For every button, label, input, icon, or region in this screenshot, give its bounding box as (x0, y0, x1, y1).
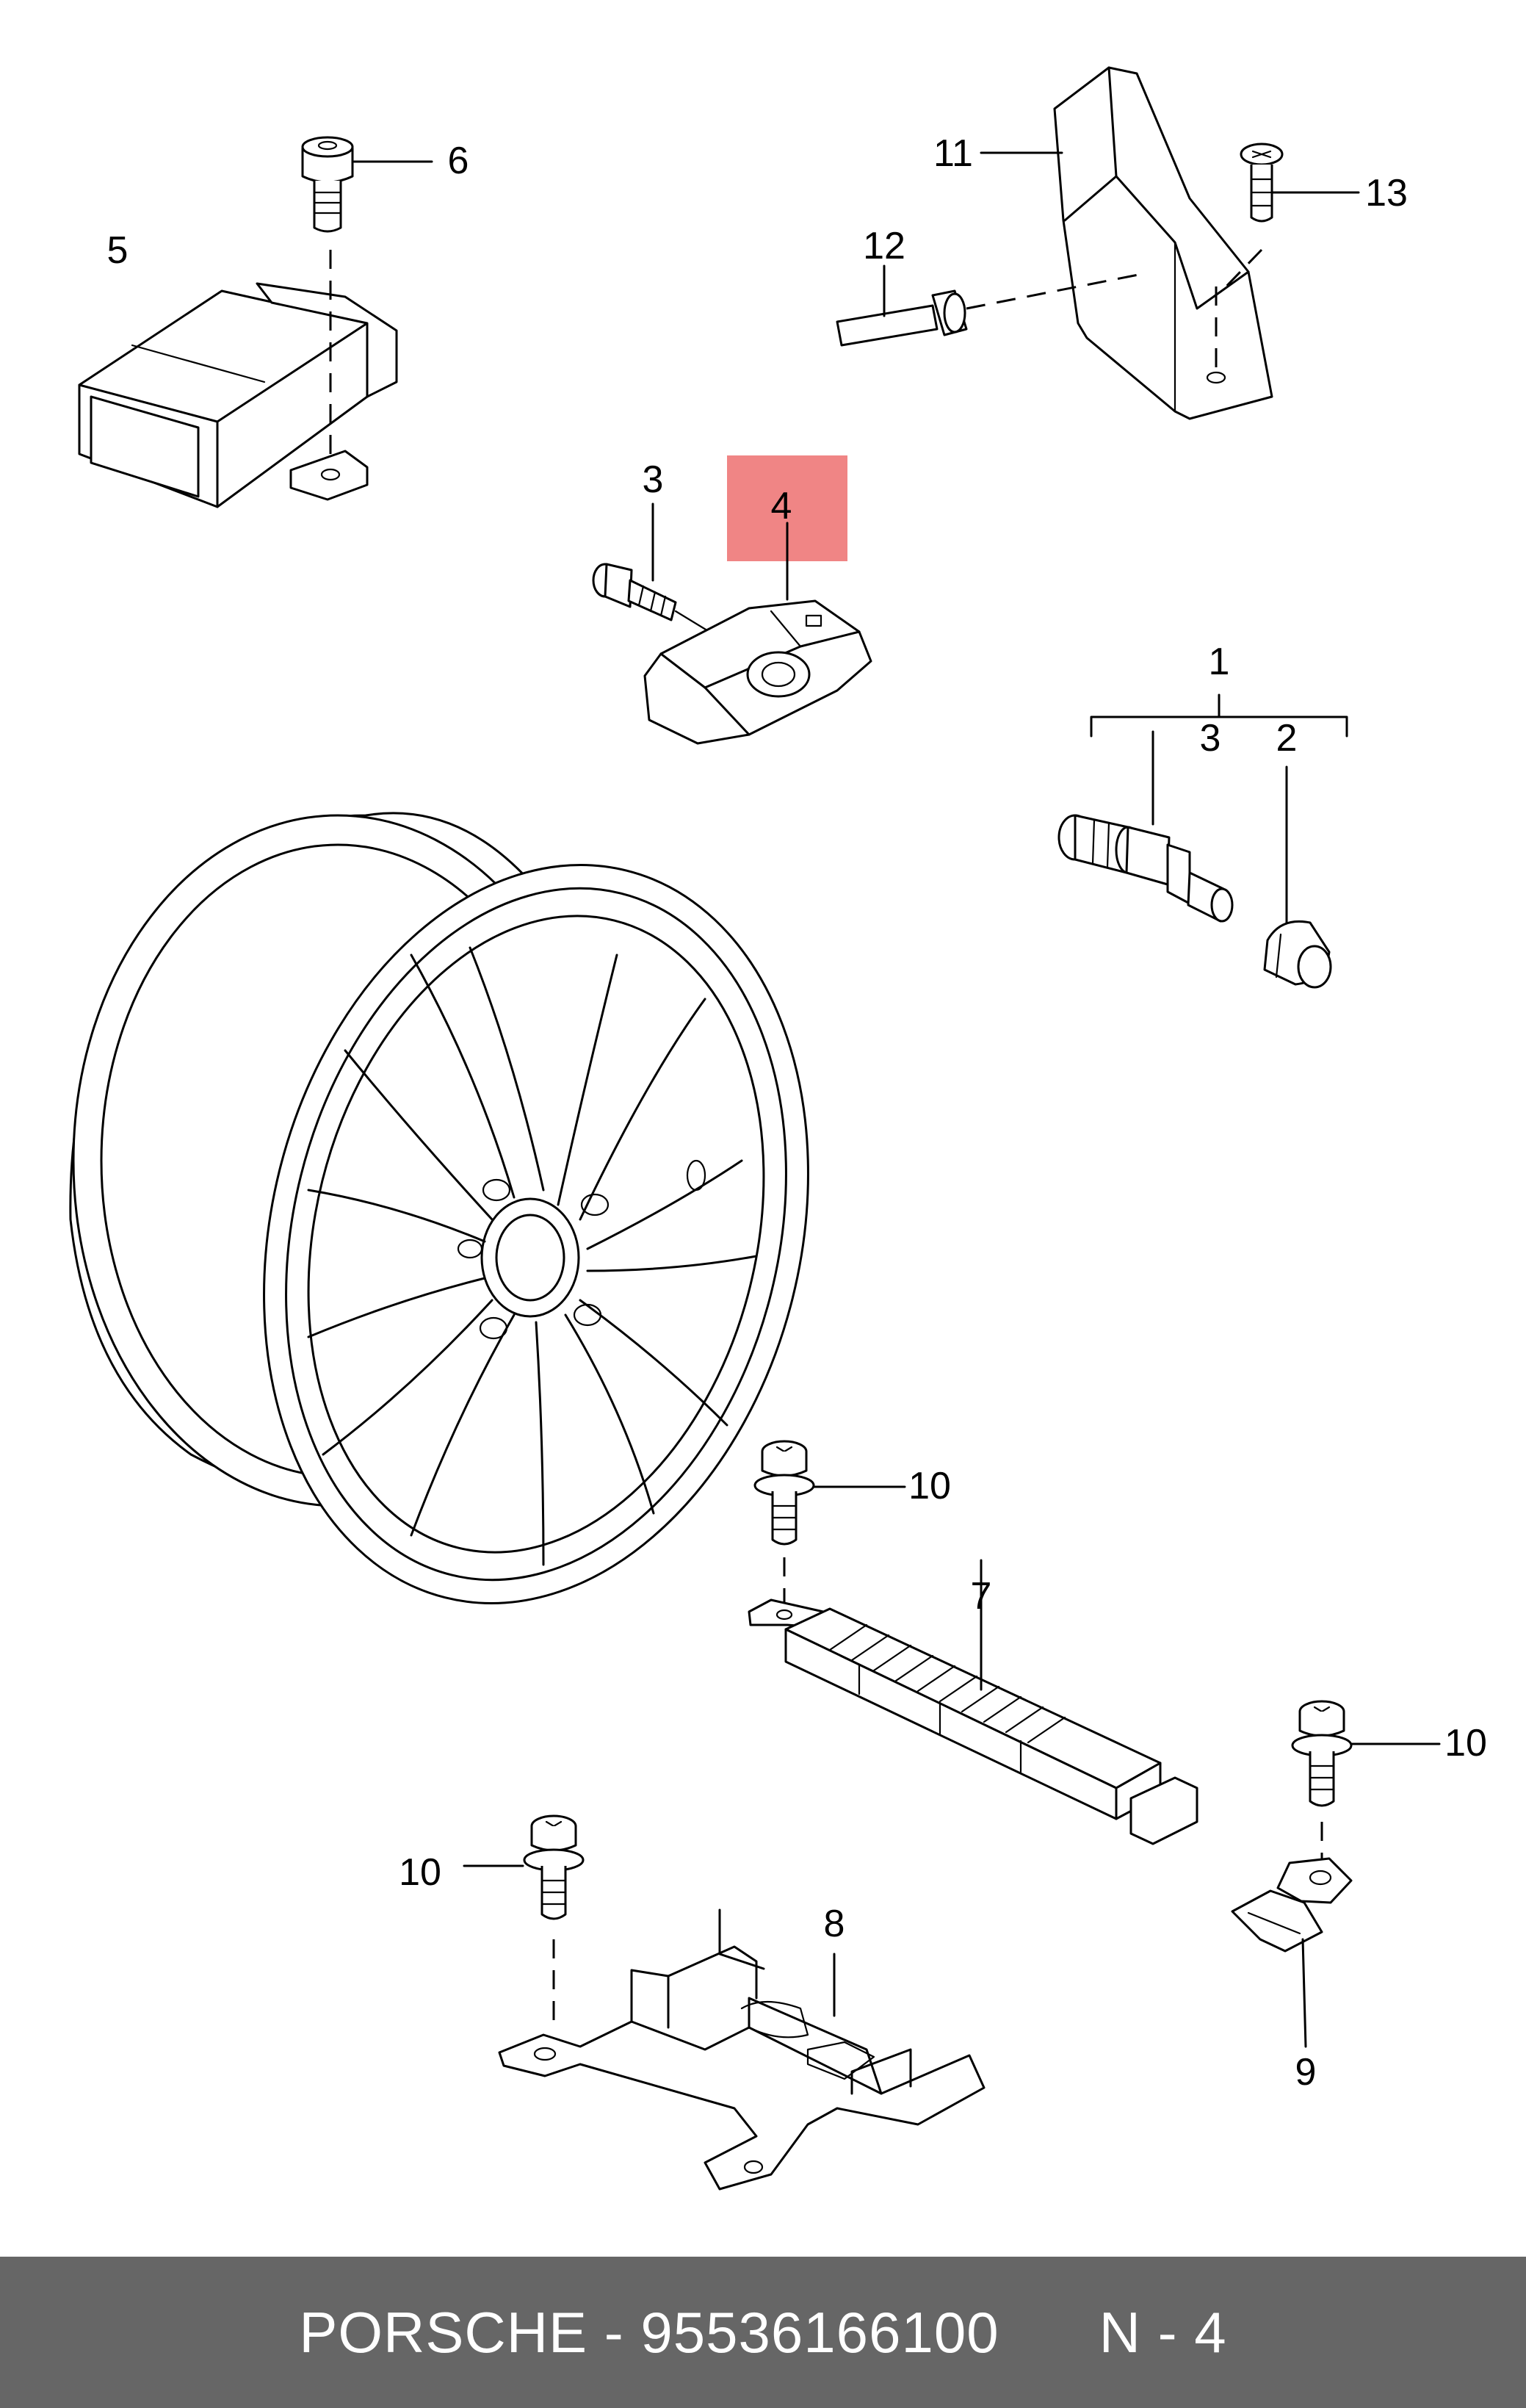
page-reference: N - 4 (1099, 2299, 1227, 2365)
callout-13: 13 (1365, 172, 1408, 215)
screw-part-6 (301, 136, 433, 233)
callout-9: 9 (1295, 2051, 1317, 2094)
valve-assembly-part-1 (1057, 693, 1348, 989)
mounting-bracket-part-8 (498, 1908, 986, 2191)
screw-part-10-top (753, 1440, 906, 1609)
clip-part-9 (1231, 1857, 1353, 2048)
screw-part-10-right (1291, 1700, 1441, 1859)
wheel-spokes (307, 946, 758, 1566)
callout-4: 4 (771, 485, 792, 527)
callout-12: 12 (863, 225, 905, 267)
callout-1: 1 (1209, 641, 1230, 683)
callout-3-valve: 3 (1200, 717, 1221, 760)
callout-10-top: 10 (908, 1465, 951, 1507)
bracket-part-11 (980, 66, 1273, 420)
brand-name: PORSCHE (299, 2299, 588, 2365)
bolt-part-12 (836, 264, 1139, 347)
screw-part-13 (1218, 143, 1360, 295)
callout-7: 7 (971, 1575, 992, 1618)
footer-bar: PORSCHE - 95536166100 N - 4 (0, 2257, 1526, 2408)
callout-labels: 1 2 3 3 4 5 6 7 8 9 10 10 10 11 12 13 (107, 132, 1487, 2094)
footer-separator: - (604, 2299, 624, 2365)
callout-10-left: 10 (399, 1851, 441, 1894)
tpms-sensor-part-4 (643, 455, 872, 745)
callout-10-right: 10 (1444, 1722, 1487, 1764)
callout-5: 5 (107, 229, 129, 272)
control-module-part-5 (78, 250, 398, 508)
antenna-part-7 (748, 1559, 1198, 1845)
alloy-wheel (69, 812, 809, 1604)
part-number: 95536166100 (640, 2299, 999, 2365)
parts-diagram: 1 2 3 3 4 5 6 7 8 9 10 10 10 11 12 13 (69, 66, 1487, 2191)
bolt-part-3 (592, 502, 711, 633)
callout-6: 6 (448, 140, 469, 182)
callout-3-bolt: 3 (643, 458, 664, 501)
callout-11: 11 (933, 132, 973, 175)
antenna-ribs (828, 1623, 1066, 1773)
callout-2: 2 (1276, 717, 1298, 760)
screw-part-10-left (463, 1814, 585, 2027)
footer-caption: PORSCHE - 95536166100 N - 4 (299, 2299, 1226, 2366)
callout-8: 8 (824, 1903, 845, 1945)
